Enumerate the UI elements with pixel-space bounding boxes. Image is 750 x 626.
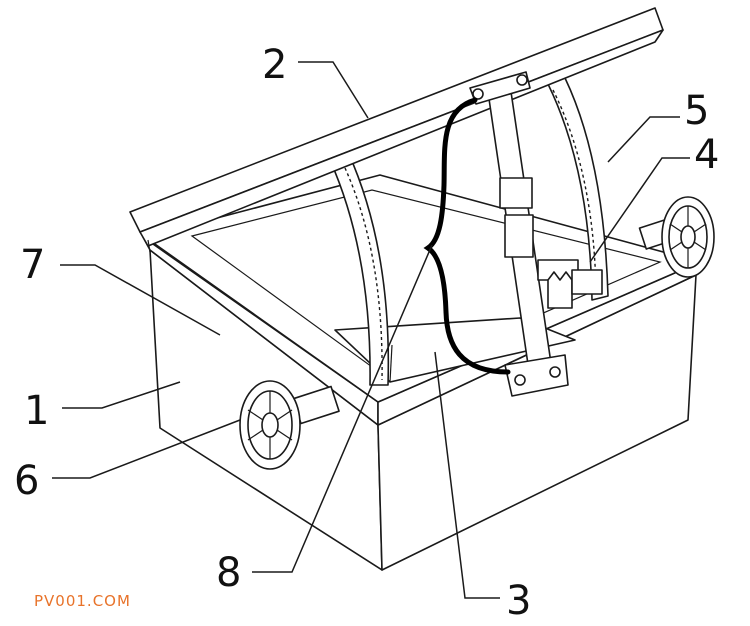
label-2: 2: [262, 42, 287, 88]
label-3: 3: [506, 578, 531, 624]
handwheel-right: [638, 196, 715, 278]
label-5: 5: [684, 88, 709, 134]
label-7: 7: [20, 242, 45, 288]
lift-rod: [469, 71, 569, 397]
leader-lines: [52, 61, 690, 599]
label-4: 4: [694, 132, 719, 178]
label-6: 6: [14, 458, 39, 504]
label-8: 8: [216, 550, 241, 596]
label-1: 1: [24, 388, 49, 434]
watermark: PV001.COM: [34, 592, 131, 610]
handwheel-left: [239, 380, 340, 470]
lid: [129, 7, 664, 253]
gear-mechanism: [537, 259, 603, 309]
curved-racks: [329, 77, 609, 386]
brace-8: [423, 97, 511, 375]
